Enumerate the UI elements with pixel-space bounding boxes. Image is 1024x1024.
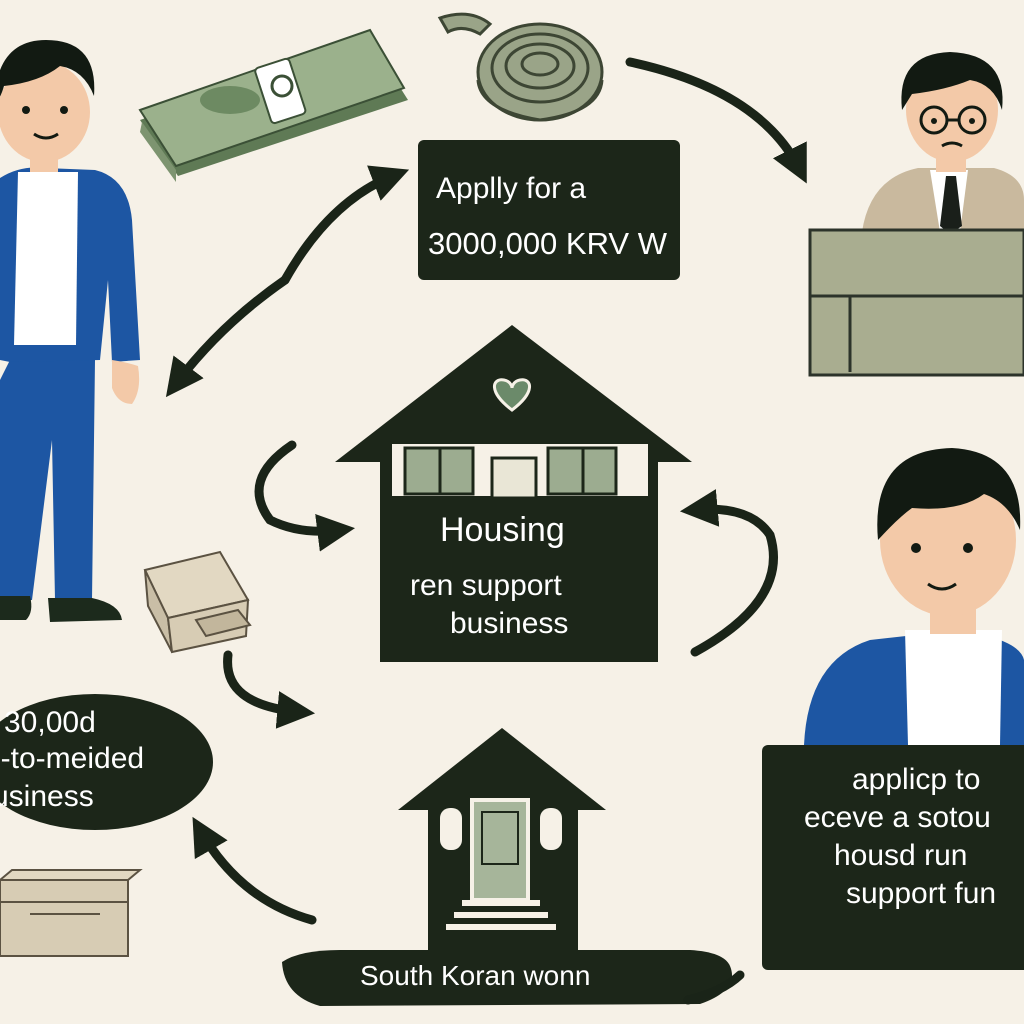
amount-oval: 30,00d l-to-meided usiness xyxy=(0,700,220,830)
official-at-desk-illustration xyxy=(808,52,1024,377)
cash-stack-icon xyxy=(138,28,408,182)
fund-box-bg xyxy=(762,745,1024,970)
korea-label: South Koran wonn xyxy=(360,960,591,991)
house-with-heart-icon xyxy=(335,325,692,662)
amount-line-2: l-to-meided xyxy=(0,742,145,775)
housing-line-2: ren support xyxy=(410,569,562,602)
coiled-rope-icon xyxy=(437,12,604,122)
apply-box: Applly for a 3000,000 KRV W xyxy=(418,140,680,280)
fund-box: applicp to eceve a sotou housd run suppo… xyxy=(762,745,1024,970)
person-right-illustration xyxy=(804,448,1024,745)
small-house-icon xyxy=(398,728,606,950)
housing-title: Housing xyxy=(440,511,565,549)
amount-line-1: 30,00d xyxy=(4,706,96,739)
apply-box-bg xyxy=(418,140,680,280)
cardboard-box-icon xyxy=(143,550,252,654)
apply-line-2: 3000,000 KRV W xyxy=(428,226,667,261)
fund-line-3: housd run xyxy=(834,839,968,872)
person-left-illustration xyxy=(0,40,140,622)
cycle-arrows xyxy=(165,57,807,1005)
fund-line-4: support fun xyxy=(846,877,997,910)
amount-oval-bg xyxy=(0,694,213,830)
fund-line-1: applicp to xyxy=(852,763,981,796)
apply-line-1: Applly for a xyxy=(436,172,587,205)
korea-base-bg xyxy=(282,950,732,1006)
amount-line-3: usiness xyxy=(0,780,94,813)
korea-base: South Koran wonn xyxy=(290,950,730,1010)
cardboard-box-icon xyxy=(0,869,143,957)
housing-line-3: business xyxy=(450,607,569,640)
fund-line-2: eceve a sotou xyxy=(804,801,991,834)
